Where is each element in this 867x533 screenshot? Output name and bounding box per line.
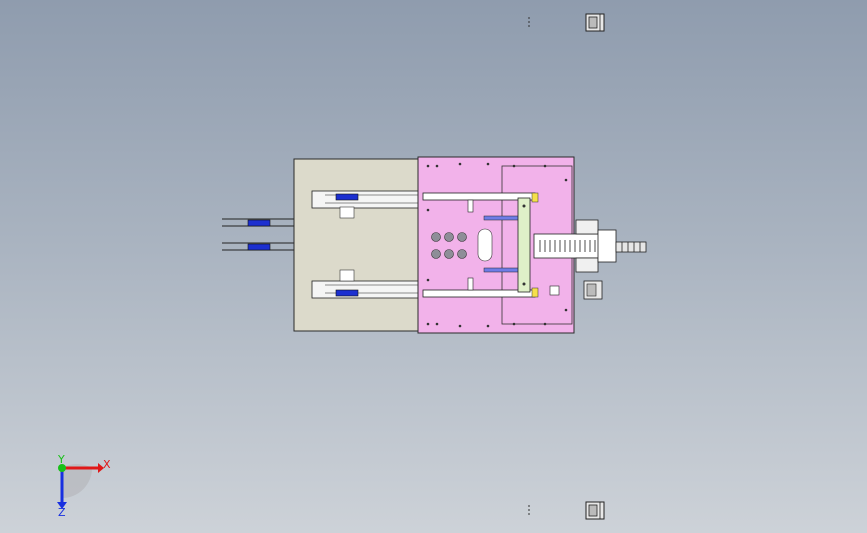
- z-axis-label: Z: [58, 506, 66, 519]
- y-axis-dot: [58, 464, 66, 472]
- right-linear-actuator[interactable]: [533, 219, 647, 300]
- green-vertical-bar[interactable]: [517, 192, 539, 298]
- bottom-detached-parts: [528, 501, 605, 520]
- x-axis-label: X: [103, 458, 111, 471]
- z-axis-arrowhead: [57, 502, 67, 509]
- y-axis-label: Y: [57, 453, 65, 466]
- left-guide-rods: [222, 218, 296, 251]
- x-axis-arrowhead: [98, 463, 104, 473]
- beige-tray[interactable]: [293, 158, 421, 332]
- coordinate-triad: X Y Z: [57, 453, 111, 519]
- top-detached-parts: [528, 13, 605, 32]
